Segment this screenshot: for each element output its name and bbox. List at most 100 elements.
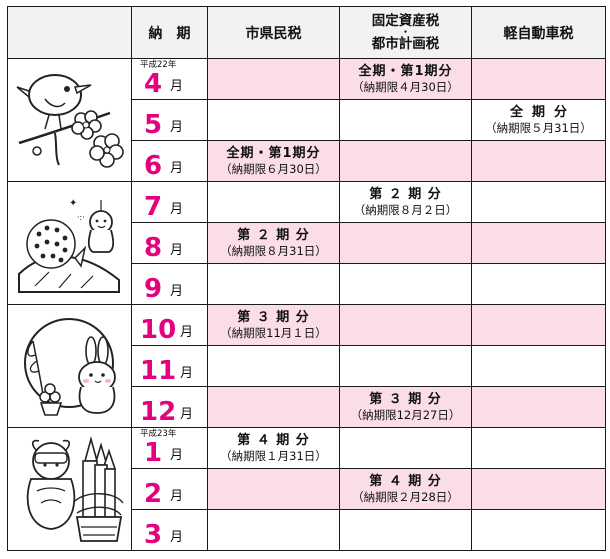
month-row-july: ✦ ·:· 7 月 第 ２ 期 分 （納期限８月２日） — [7, 181, 606, 305]
month-number: 8 — [144, 233, 163, 263]
kotei-cell — [339, 140, 472, 182]
kotei-cell — [339, 222, 472, 264]
shikenmin-cell — [207, 386, 340, 428]
kotei-cell — [339, 304, 472, 346]
month-row-april: 平成22年 4 月 全期・第1期分 （納期限４月30日） — [7, 58, 606, 182]
payment-period: 第 ３ 期 分 — [369, 391, 442, 407]
payment-period: 第 ４ 期 分 — [237, 432, 310, 448]
month-unit: 月 — [180, 407, 194, 422]
shikenmin-cell: 第 ２ 期 分 （納期限８月31日） — [207, 222, 340, 264]
shikenmin-cell — [207, 345, 340, 387]
month-cell: 平成23年 1 月 — [131, 427, 208, 469]
payment-period: 第 ２ 期 分 — [237, 227, 310, 243]
month-cell: 10 月 — [131, 304, 208, 346]
payment-due-date: （納期限１月31日） — [220, 448, 327, 463]
svg-text:✦: ✦ — [69, 198, 77, 209]
keijidosha-cell — [471, 263, 606, 305]
payment-due-date: （納期限８月２日） — [353, 202, 458, 217]
keijidosha-cell — [471, 427, 606, 469]
header-corner-cell — [7, 6, 132, 59]
month-unit: 月 — [170, 202, 184, 217]
month-unit: 月 — [170, 79, 184, 94]
month-row-december: 12 月 第 ３ 期 分 （納期限12月27日） — [8, 386, 606, 428]
payment-due-date: （納期限８月31日） — [220, 243, 327, 258]
kotei-cell: 第 ２ 期 分 （納期限８月２日） — [339, 181, 472, 223]
month-cell: 8 月 — [131, 222, 208, 264]
shikenmin-cell: 全期・第1期分 （納期限６月30日） — [207, 140, 340, 182]
month-number: 9 — [144, 274, 163, 304]
winter-illustration-cell — [7, 427, 132, 551]
month-row-february: 2 月 第 ４ 期 分 （納期限２月28日） — [8, 468, 606, 510]
month-cell: 平成22年 4 月 — [131, 58, 208, 100]
keijidosha-cell — [471, 345, 606, 387]
month-number: 3 — [144, 520, 163, 550]
keijidosha-cell — [471, 140, 606, 182]
era-label: 平成22年 — [140, 60, 177, 70]
kotei-cell: 第 ４ 期 分 （納期限２月28日） — [339, 468, 472, 510]
header-row: 納期 市県民税 固定資産税 ・ 都市計画税 軽自動車税 — [7, 6, 606, 59]
month-row-january: 平成23年 1 月 第 ４ 期 分 （納期限１月31日） — [7, 427, 606, 551]
month-unit: 月 — [180, 366, 194, 381]
month-cell: 11 月 — [131, 345, 208, 387]
month-unit: 月 — [170, 161, 184, 176]
month-cell: 7 月 — [131, 181, 208, 223]
month-number: 12 — [140, 397, 177, 427]
bird-plum-icon — [16, 74, 124, 168]
payment-due-date: （納期限５月31日） — [485, 120, 592, 135]
payment-period: 第 ４ 期 分 — [369, 473, 442, 489]
autumn-illustration-cell — [7, 304, 132, 428]
month-number: 7 — [144, 192, 163, 222]
month-cell: 9 月 — [131, 263, 208, 305]
kotei-cell: 第 ３ 期 分 （納期限12月27日） — [339, 386, 472, 428]
month-number: 5 — [144, 110, 163, 140]
kotei-cell — [339, 99, 472, 141]
shikenmin-cell: 第 ３ 期 分 （納期限11月１日） — [207, 304, 340, 346]
shikenmin-cell — [207, 99, 340, 141]
header-keijidosha: 軽自動車税 — [471, 6, 606, 59]
payment-due-date: （納期限12月27日） — [350, 407, 461, 422]
month-number: 4 — [144, 69, 163, 99]
month-cell: 5 月 — [131, 99, 208, 141]
month-cell: 3 月 — [131, 509, 208, 551]
month-unit: 月 — [170, 448, 184, 463]
month-cell: 12 月 — [131, 386, 208, 428]
header-noki: 納期 — [131, 6, 208, 59]
payment-period: 第 ３ 期 分 — [237, 309, 310, 325]
keijidosha-cell — [471, 304, 606, 346]
month-number: 1 — [144, 438, 163, 468]
shikenmin-cell — [207, 468, 340, 510]
month-unit: 月 — [170, 243, 184, 258]
month-number: 10 — [140, 315, 177, 345]
payment-due-date: （納期限６月30日） — [220, 161, 327, 176]
keijidosha-cell: 全期分 （納期限５月31日） — [471, 99, 606, 141]
kotei-cell: 全期・第1期分 （納期限４月30日） — [339, 58, 472, 100]
era-label: 平成23年 — [140, 429, 177, 439]
summer-illustration-cell: ✦ ·:· — [7, 181, 132, 305]
hydrangea-teru-bozu-icon: ✦ ·:· — [17, 198, 120, 293]
spring-illustration-cell — [7, 58, 132, 182]
tax-schedule-table: 納期 市県民税 固定資産税 ・ 都市計画税 軽自動車税 — [7, 6, 606, 551]
payment-period: 全期分 — [509, 104, 576, 120]
payment-period: 全期・第1期分 — [226, 145, 321, 161]
month-row-august: 8 月 第 ２ 期 分 （納期限８月31日） — [8, 222, 606, 264]
payment-due-date: （納期限４月30日） — [352, 79, 459, 94]
keijidosha-cell — [471, 58, 606, 100]
month-number: 11 — [140, 356, 177, 386]
kotei-cell — [339, 263, 472, 305]
header-kotei: 固定資産税 ・ 都市計画税 — [339, 6, 472, 59]
header-kotei-line2: 都市計画税 — [371, 35, 440, 52]
month-row-march: 3 月 — [8, 509, 606, 551]
month-number: 2 — [144, 479, 163, 509]
keijidosha-cell — [471, 181, 606, 223]
keijidosha-cell — [471, 509, 606, 551]
header-kotei-dot: ・ — [400, 27, 410, 38]
svg-text:·:·: ·:· — [77, 213, 85, 222]
month-unit: 月 — [170, 489, 184, 504]
shikenmin-cell: 第 ４ 期 分 （納期限１月31日） — [207, 427, 340, 469]
month-row-october: 10 月 第 ３ 期 分 （納期限11月１日） — [7, 304, 606, 428]
month-unit: 月 — [170, 530, 184, 545]
month-cell: 6 月 — [131, 140, 208, 182]
kotei-cell — [339, 509, 472, 551]
shikenmin-cell — [207, 263, 340, 305]
